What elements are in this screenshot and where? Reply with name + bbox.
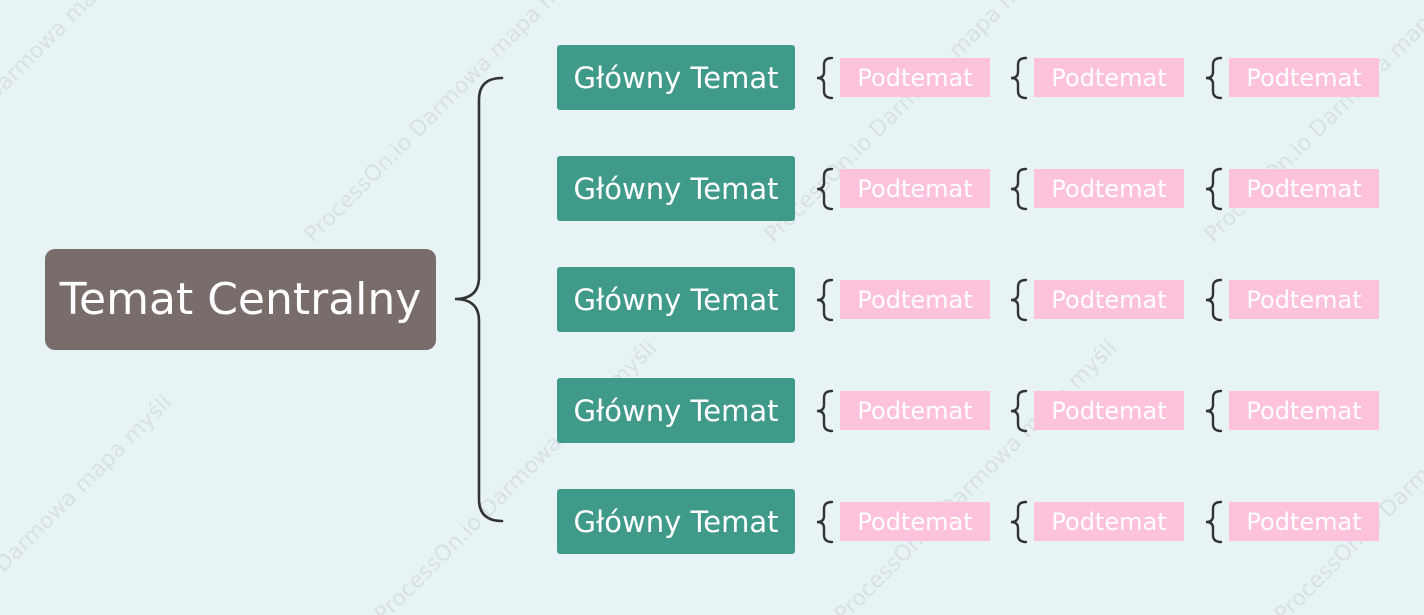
subtopic[interactable]: Podtemat xyxy=(1034,58,1184,97)
subtopic-label: Podtemat xyxy=(1246,63,1362,92)
subtopic[interactable]: Podtemat xyxy=(1229,280,1379,319)
subtopic[interactable]: Podtemat xyxy=(1229,58,1379,97)
subtopic-brace-connector xyxy=(1010,278,1028,321)
subtopic-label: Podtemat xyxy=(1051,396,1167,425)
subtopic[interactable]: Podtemat xyxy=(1229,169,1379,208)
subtopic-brace-connector xyxy=(816,500,834,543)
subtopic-brace-connector xyxy=(1205,389,1223,432)
subtopic[interactable]: Podtemat xyxy=(840,280,990,319)
subtopic-brace-connector xyxy=(1205,167,1223,210)
subtopic-label: Podtemat xyxy=(1051,507,1167,536)
main-topic-label: Główny Temat xyxy=(573,282,779,317)
subtopic[interactable]: Podtemat xyxy=(840,169,990,208)
subtopic-label: Podtemat xyxy=(1051,285,1167,314)
subtopic-label: Podtemat xyxy=(1051,63,1167,92)
subtopic-brace-connector xyxy=(1205,56,1223,99)
subtopic-label: Podtemat xyxy=(1051,174,1167,203)
subtopic-brace-connector xyxy=(1205,278,1223,321)
main-topic[interactable]: Główny Temat xyxy=(557,378,795,443)
subtopic[interactable]: Podtemat xyxy=(840,391,990,430)
main-topic[interactable]: Główny Temat xyxy=(557,45,795,110)
subtopic[interactable]: Podtemat xyxy=(1229,502,1379,541)
main-topic[interactable]: Główny Temat xyxy=(557,267,795,332)
subtopic-label: Podtemat xyxy=(857,285,973,314)
subtopic-label: Podtemat xyxy=(1246,507,1362,536)
subtopic-brace-connector xyxy=(816,278,834,321)
subtopic-label: Podtemat xyxy=(857,63,973,92)
subtopic-brace-connector xyxy=(1010,56,1028,99)
subtopic[interactable]: Podtemat xyxy=(840,502,990,541)
subtopic[interactable]: Podtemat xyxy=(1034,169,1184,208)
subtopic[interactable]: Podtemat xyxy=(1034,280,1184,319)
subtopic-brace-connector xyxy=(1205,500,1223,543)
main-topic-label: Główny Temat xyxy=(573,393,779,428)
main-topic[interactable]: Główny Temat xyxy=(557,489,795,554)
main-topic[interactable]: Główny Temat xyxy=(557,156,795,221)
subtopic-brace-connector xyxy=(1010,500,1028,543)
main-topic-label: Główny Temat xyxy=(573,504,779,539)
subtopic[interactable]: Podtemat xyxy=(1229,391,1379,430)
subtopic-brace-connector xyxy=(816,167,834,210)
subtopic-label: Podtemat xyxy=(1246,174,1362,203)
main-topic-label: Główny Temat xyxy=(573,171,779,206)
central-topic[interactable]: Temat Centralny xyxy=(45,249,436,350)
subtopic-label: Podtemat xyxy=(1246,396,1362,425)
subtopic[interactable]: Podtemat xyxy=(1034,502,1184,541)
central-topic-label: Temat Centralny xyxy=(59,274,422,325)
subtopic-label: Podtemat xyxy=(857,507,973,536)
subtopic[interactable]: Podtemat xyxy=(1034,391,1184,430)
subtopic-label: Podtemat xyxy=(1246,285,1362,314)
subtopic-label: Podtemat xyxy=(857,174,973,203)
subtopic-brace-connector xyxy=(1010,167,1028,210)
subtopic-brace-connector xyxy=(1010,389,1028,432)
central-brace-path xyxy=(454,76,504,523)
subtopic-brace-connector xyxy=(816,389,834,432)
subtopic-label: Podtemat xyxy=(857,396,973,425)
subtopic[interactable]: Podtemat xyxy=(840,58,990,97)
main-topic-label: Główny Temat xyxy=(573,60,779,95)
subtopic-brace-connector xyxy=(816,56,834,99)
